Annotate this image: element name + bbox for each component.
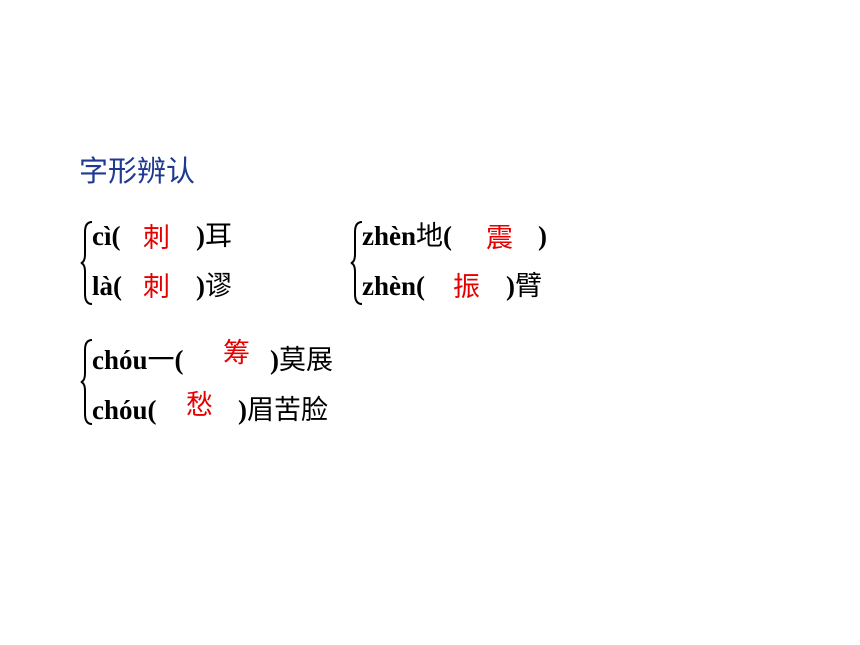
close-paren: ) — [538, 221, 547, 251]
word-suffix: 谬 — [205, 271, 232, 302]
word-line-1-tail: ) — [538, 220, 547, 253]
word-suffix: 眉苦脸 — [247, 395, 328, 426]
word-middle: 地 — [416, 221, 443, 252]
word-middle: 一 — [147, 345, 175, 376]
word-group-1: cì( 刺 )耳 là( 刺 )谬 — [80, 220, 280, 310]
brace-icon — [80, 339, 93, 425]
word-line-2: là( — [92, 270, 122, 302]
answer-text: 刺 — [143, 223, 170, 254]
answer-text: 振 — [453, 272, 480, 303]
pinyin-text: chóu( — [92, 395, 157, 425]
open-paren: ( — [174, 345, 184, 375]
close-paren: ) — [238, 395, 247, 425]
word-line-2-tail: )谬 — [196, 270, 232, 303]
pinyin-text: là( — [92, 271, 122, 301]
word-suffix: 耳 — [205, 221, 232, 252]
brace-icon — [350, 221, 363, 305]
word-line-1: cì( — [92, 220, 120, 252]
word-line-1-tail: )耳 — [196, 220, 232, 253]
close-paren: ) — [270, 345, 279, 375]
word-line-1: zhèn地( — [362, 220, 452, 253]
word-line-2: chóu( — [92, 394, 157, 426]
pinyin-text: cì( — [92, 221, 121, 251]
close-paren: ) — [196, 221, 205, 251]
word-group-3: chóu一( 筹 )莫展 chóu( 愁 )眉苦脸 — [80, 338, 380, 433]
word-group-2: zhèn地( 震 ) zhèn( 振 )臂 — [350, 220, 570, 310]
page-title: 字形辨认 — [79, 154, 196, 188]
word-line-1: chóu一( — [92, 344, 184, 377]
answer-text: 筹 — [223, 338, 250, 369]
answer-text: 刺 — [143, 272, 170, 303]
answer-text: 震 — [486, 223, 513, 254]
word-suffix: 臂 — [515, 271, 542, 302]
close-paren: ) — [506, 271, 515, 301]
pinyin-text: zhèn — [362, 221, 416, 251]
brace-icon — [80, 221, 93, 305]
answer-text: 愁 — [186, 390, 213, 421]
pinyin-text: chóu — [92, 345, 148, 375]
close-paren: ) — [196, 271, 205, 301]
word-suffix: 莫展 — [279, 345, 333, 376]
word-line-1-tail: )莫展 — [270, 344, 333, 377]
word-line-2-tail: )眉苦脸 — [238, 394, 328, 427]
word-line-2-tail: )臂 — [506, 270, 542, 303]
pinyin-text: zhèn( — [362, 271, 425, 301]
open-paren: ( — [443, 221, 452, 251]
word-line-2: zhèn( — [362, 270, 425, 302]
